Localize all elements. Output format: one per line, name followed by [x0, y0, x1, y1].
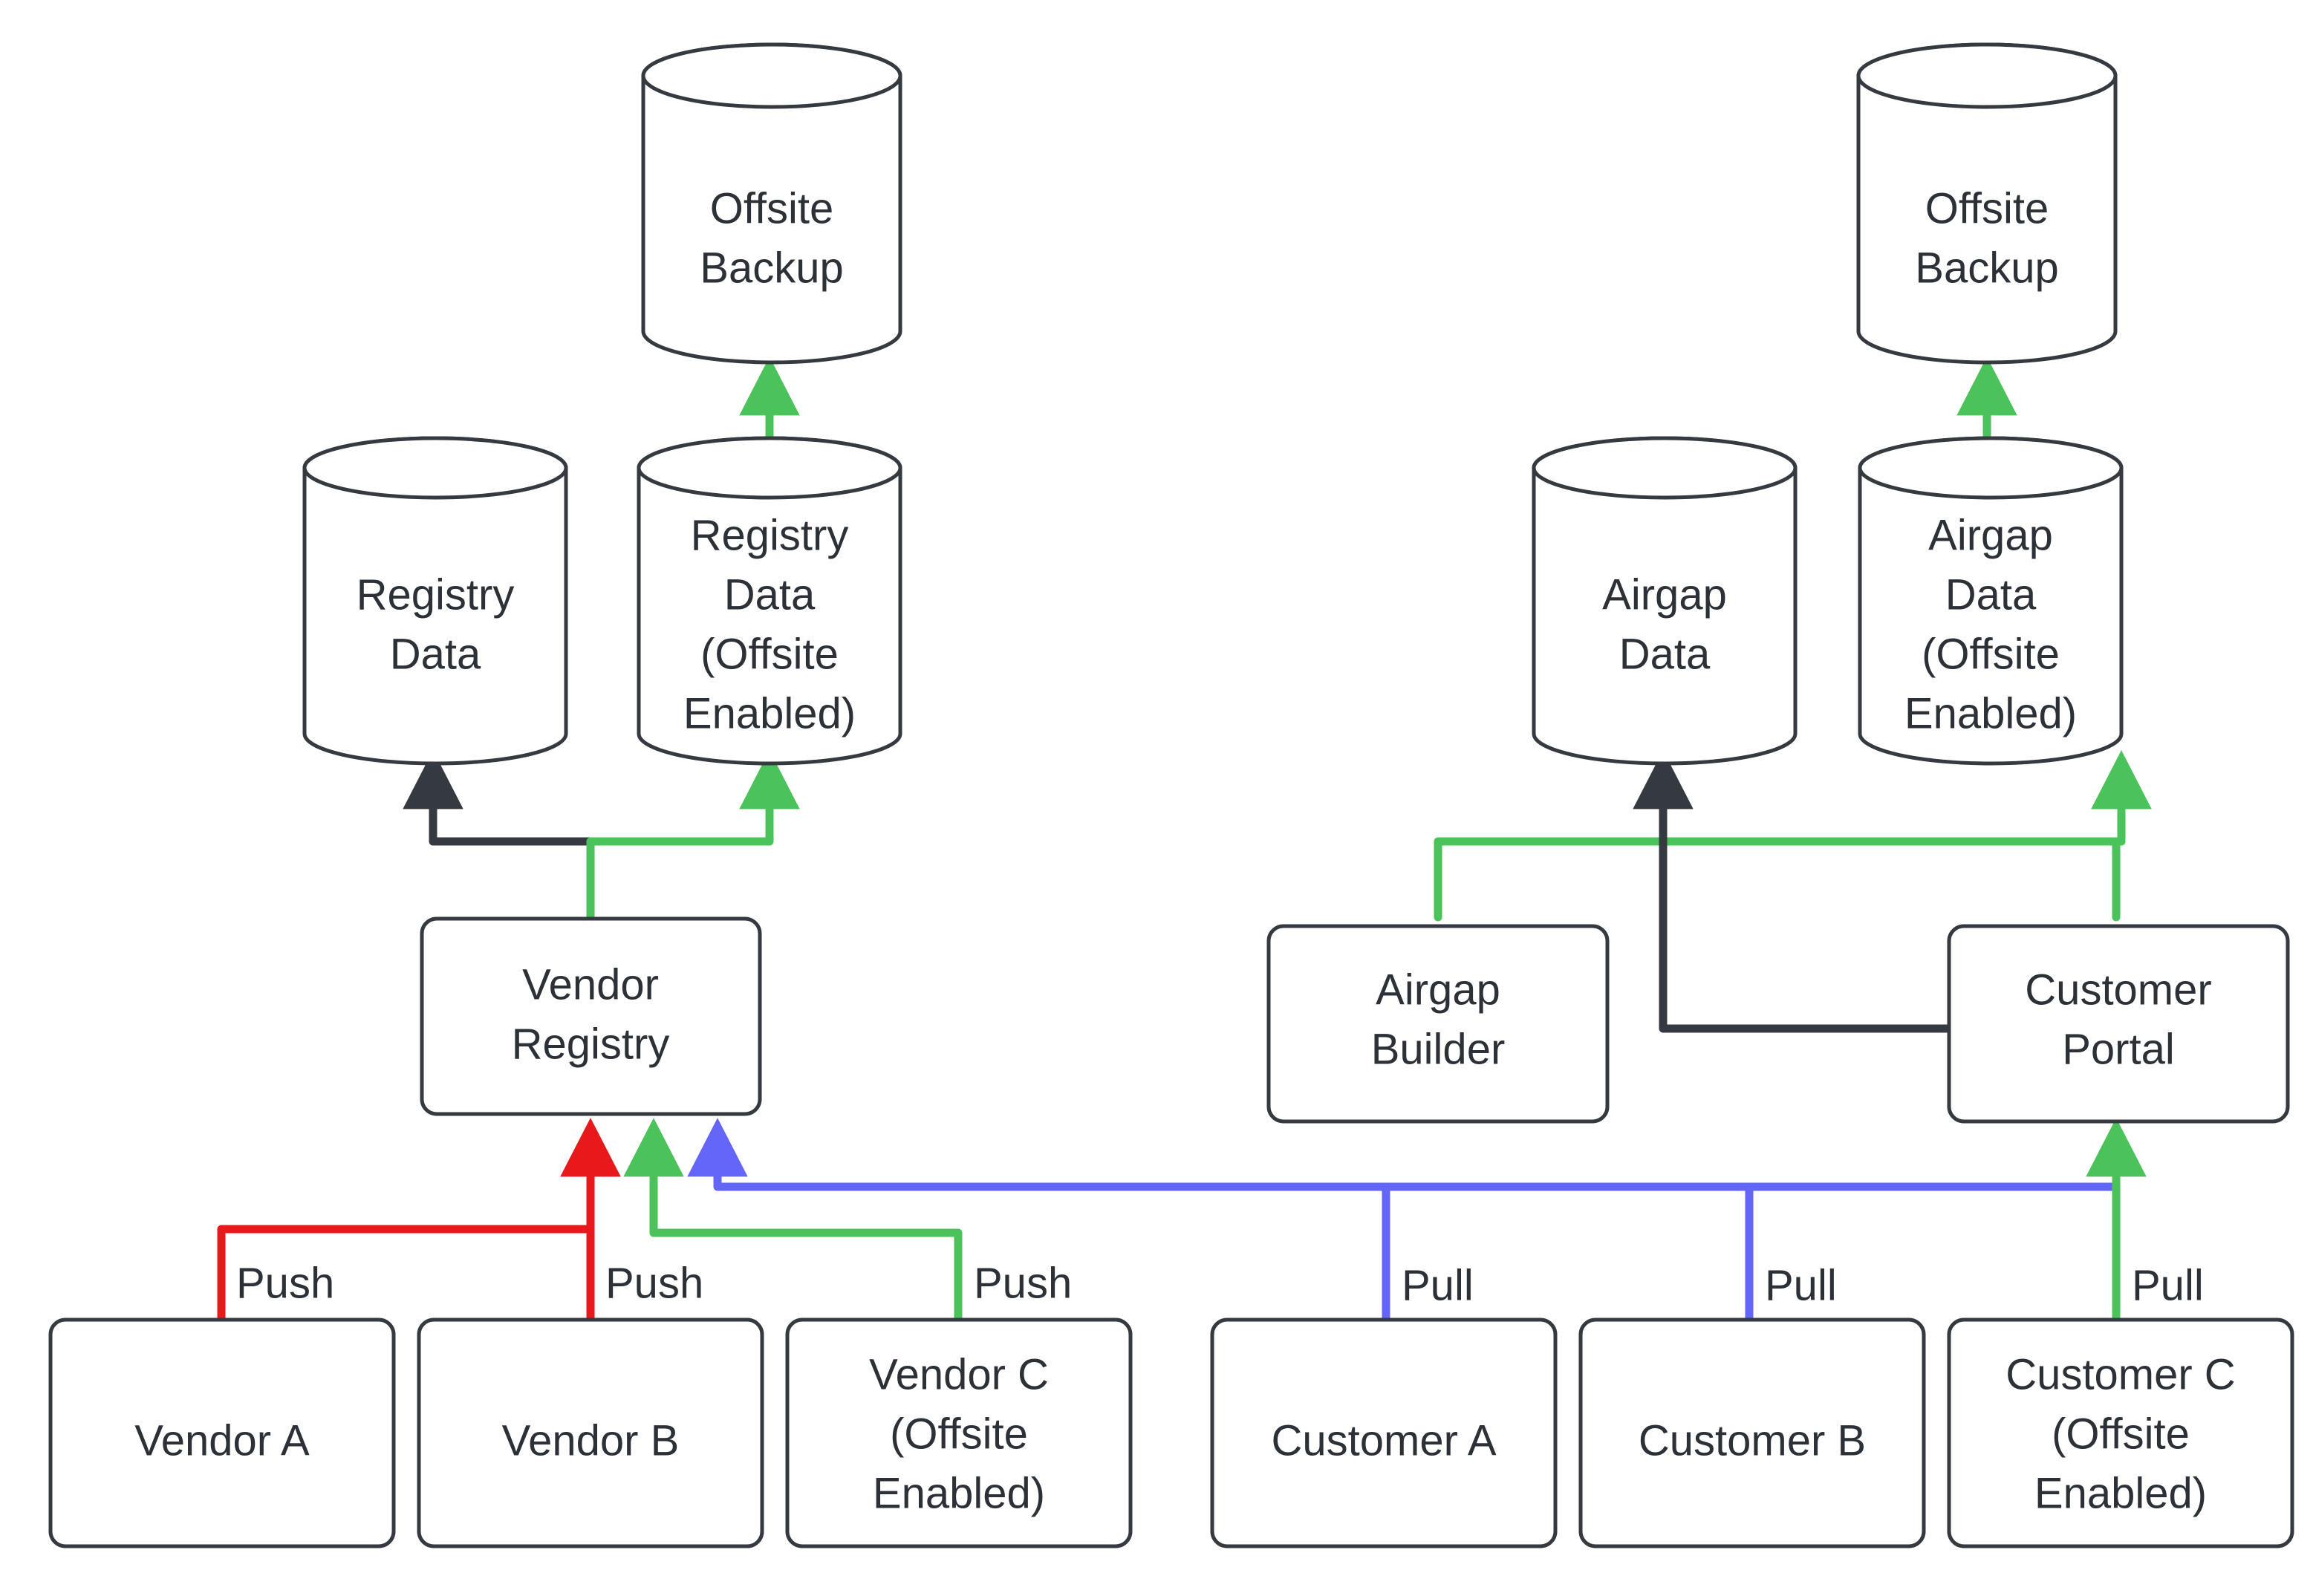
edge-label-pull-2: Pull — [1765, 1261, 1837, 1309]
node-airgap-data[interactable]: Airgap Data — [1532, 436, 1798, 766]
edge-customers-to-vendor-registry — [687, 1118, 2121, 1191]
edge-vendor-registry-to-registry-data — [403, 750, 595, 922]
node-label: Airgap — [1928, 511, 2053, 559]
edge-customer-portal-to-airgap-data-offsite — [2091, 750, 2152, 922]
node-airgap-builder[interactable]: Airgap Builder — [1266, 924, 1610, 1124]
node-label: Customer C — [2005, 1350, 2235, 1398]
node-label: Offsite — [710, 184, 834, 232]
edge-label-push-2: Push — [605, 1259, 703, 1307]
node-label: Backup — [700, 244, 843, 292]
edge-customer-portal-to-airgap-data — [1633, 750, 1955, 1033]
node-label: (Offsite — [1922, 630, 2060, 678]
node-vendor-registry[interactable]: Vendor Registry — [420, 916, 762, 1116]
node-offsite-backup-right[interactable]: Offsite Backup — [1856, 42, 2118, 365]
node-label: Enabled) — [1904, 689, 2077, 737]
node-vendor-c[interactable]: Vendor C (Offsite Enabled) — [785, 1317, 1133, 1548]
node-label: Enabled) — [683, 689, 856, 737]
node-label: Data — [1945, 570, 2037, 619]
node-label: Vendor C — [869, 1350, 1049, 1398]
node-customer-a[interactable]: Customer A — [1210, 1317, 1558, 1548]
edge-vendor-registry-to-registry-data-offsite — [586, 750, 800, 922]
edge-label-pull-3: Pull — [2132, 1261, 2204, 1309]
node-customer-c[interactable]: Customer C (Offsite Enabled) — [1947, 1317, 2294, 1548]
node-label: Airgap — [1602, 570, 1727, 619]
node-airgap-data-offsite[interactable]: Airgap Data (Offsite Enabled) — [1858, 436, 2124, 766]
node-label: Data — [1619, 630, 1711, 678]
node-label: (Offsite — [700, 630, 839, 678]
node-label: Backup — [1915, 244, 2058, 292]
node-registry-data[interactable]: Registry Data — [302, 436, 568, 766]
node-offsite-backup-left[interactable]: Offsite Backup — [641, 42, 902, 365]
node-label: Enabled) — [873, 1469, 1045, 1517]
edge-label-push-1: Push — [236, 1259, 334, 1307]
node-label: Builder — [1371, 1025, 1506, 1073]
node-label: (Offsite — [2052, 1410, 2190, 1458]
edge-vendor-c-to-vendor-registry — [623, 1118, 963, 1323]
node-label: Registry — [357, 570, 515, 619]
node-label: Registry — [512, 1020, 670, 1068]
node-label: Vendor B — [502, 1416, 680, 1465]
edge-airgap-builder-to-airgap-data-offsite — [1434, 750, 2152, 922]
node-label: Customer — [2025, 965, 2211, 1014]
node-vendor-a[interactable]: Vendor A — [48, 1317, 396, 1548]
node-registry-data-offsite[interactable]: Registry Data (Offsite Enabled) — [637, 436, 902, 766]
node-label: Offsite — [1925, 184, 2049, 232]
node-label: Customer B — [1639, 1416, 1866, 1465]
node-label: Vendor A — [134, 1416, 310, 1465]
edge-label-push-3: Push — [974, 1259, 1072, 1307]
node-label: Customer A — [1272, 1416, 1497, 1465]
node-label: (Offsite — [890, 1410, 1028, 1458]
node-label: Enabled) — [2034, 1469, 2207, 1517]
node-label: Data — [390, 630, 481, 678]
node-label: Data — [724, 570, 816, 619]
node-customer-portal[interactable]: Customer Portal — [1947, 924, 2290, 1124]
node-label: Registry — [691, 511, 849, 559]
node-customer-b[interactable]: Customer B — [1578, 1317, 1926, 1548]
edge-label-pull-1: Pull — [1402, 1261, 1474, 1309]
node-vendor-b[interactable]: Vendor B — [417, 1317, 764, 1548]
node-label: Portal — [2062, 1025, 2175, 1073]
node-label: Airgap — [1376, 965, 1500, 1014]
node-label: Vendor — [522, 960, 659, 1009]
